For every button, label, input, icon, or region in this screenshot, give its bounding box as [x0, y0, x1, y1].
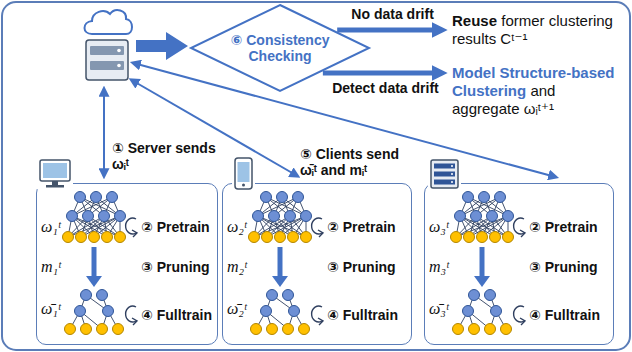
- client-box: ω₃ᵗ ② Pretrain m₃ᵗ ③ Pruning ω̄₃ᵗ ④ Fulltrain: [424, 183, 614, 345]
- network-drawings: [63, 192, 526, 335]
- exchange-arrow: [135, 82, 294, 174]
- mask-symbol: m₃ᵗ: [429, 258, 449, 276]
- edge-label: No data drift: [351, 6, 433, 22]
- mask-symbol: m₂ᵗ: [227, 258, 247, 276]
- neural-net: [249, 192, 324, 335]
- mask-symbol: m₁ᵗ: [41, 258, 61, 276]
- diamond-text-area: ⑥ Consistency Checking: [190, 4, 370, 92]
- decision-diamond: ⑥ Consistency Checking: [190, 4, 370, 92]
- server-rack-icon: [428, 157, 461, 190]
- weight-symbol: ω̄₁ᵗ: [41, 300, 61, 318]
- monitor-icon: [37, 157, 73, 189]
- step-label: ③ Pruning: [327, 258, 396, 276]
- step-label: ② Pretrain: [327, 218, 396, 236]
- outcome-line: Reuse: [452, 12, 497, 29]
- client-box: ω₁ᵗ ② Pretrain m₁ᵗ ③ Pruning ω̄₁ᵗ ④ Fulltrain: [36, 183, 218, 345]
- step-label: ④ Fulltrain: [529, 306, 600, 324]
- step-label: ④ Fulltrain: [141, 306, 212, 324]
- exchange-arrow: [103, 93, 105, 172]
- block-arrow: [136, 32, 188, 60]
- step-label: ③ Pruning: [529, 258, 598, 276]
- outcome-text: Model Structure-based Clusteringand aggr…: [452, 64, 620, 118]
- step-label: ④ Fulltrain: [327, 306, 398, 324]
- weight-symbol: ω̄₂ᵗ: [227, 300, 247, 318]
- weight-symbol: ω₂ᵗ: [227, 218, 247, 236]
- weight-symbol: ω₃ᵗ: [429, 218, 449, 236]
- weight-symbol: ω₁ᵗ: [41, 218, 61, 236]
- outcome-text: Reuseformer clustering results Cᵗ⁻¹: [452, 12, 620, 48]
- step-label: ② Pretrain: [529, 218, 598, 236]
- weight-symbol: ω̄₃ᵗ: [429, 300, 449, 318]
- edge-label: Detect data drift: [332, 80, 439, 96]
- decision-text: ⑥ Consistency Checking: [224, 32, 336, 64]
- step-label: ③ Pruning: [141, 258, 210, 276]
- flow-arrow: [337, 28, 437, 33]
- neural-net: [451, 192, 526, 335]
- client-box: ω₂ᵗ ② Pretrain m₂ᵗ ③ Pruning ω̄₂ᵗ ④ Fulltrain: [222, 183, 412, 345]
- step-annotation: ① Server sends ωᵢᵗ: [112, 140, 230, 172]
- phone-icon: [232, 155, 255, 192]
- server-icon: [85, 10, 133, 80]
- step-annotation: ⑤ Clients send ω̄ᵢᵗ and mᵢᵗ: [300, 146, 412, 178]
- neural-net: [63, 192, 138, 335]
- step-label: ② Pretrain: [141, 218, 210, 236]
- flow-arrow: [323, 71, 437, 76]
